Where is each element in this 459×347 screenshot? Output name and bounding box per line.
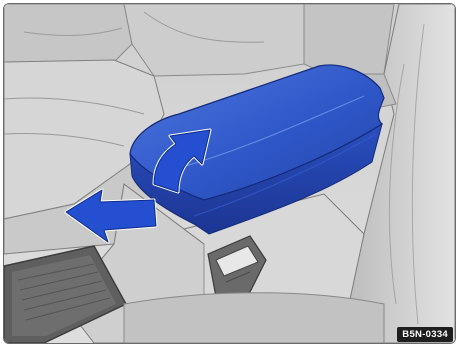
car-interior-illustration bbox=[4, 4, 455, 343]
illustration-frame: B5N-0334 bbox=[3, 3, 456, 344]
lower-trim bbox=[124, 293, 384, 343]
figure-reference-code: B5N-0334 bbox=[397, 327, 453, 342]
